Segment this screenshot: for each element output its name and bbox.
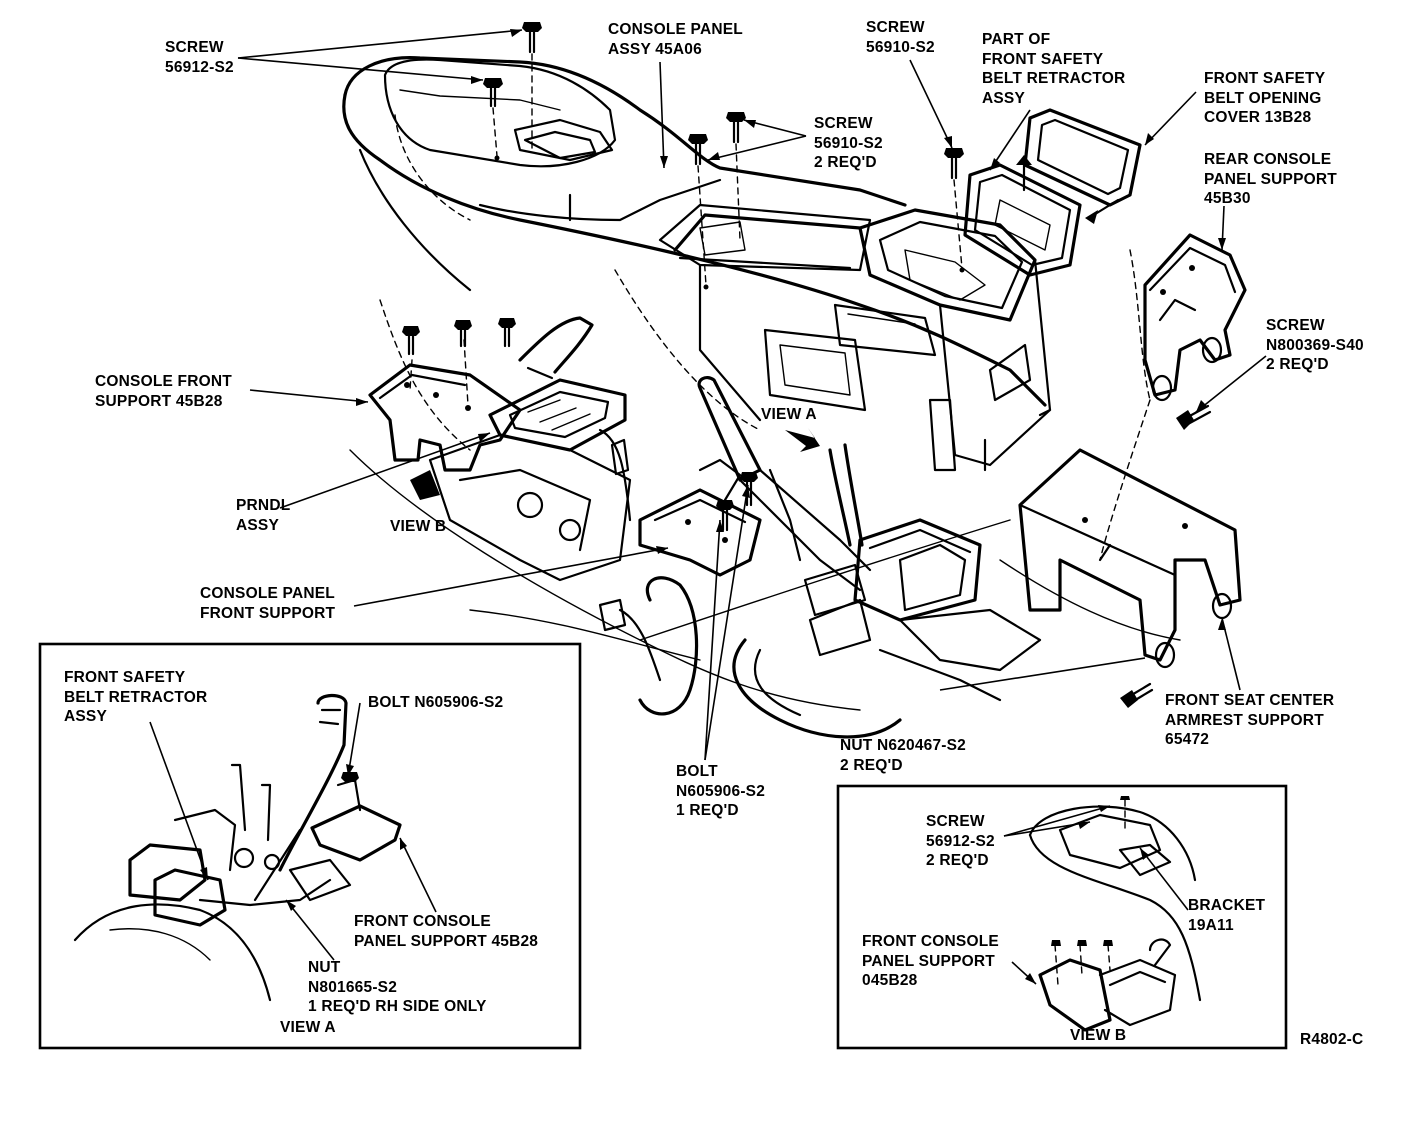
bolt-icons [716, 472, 758, 532]
label-prndl-assy: PRNDL ASSY [236, 497, 291, 534]
inset-a-caption: VIEW A [280, 1019, 336, 1036]
label-screw-56912: SCREW 56912-S2 [165, 39, 234, 76]
screw-icon [483, 78, 503, 157]
label-nut-n620467: NUT N620467-S2 2 REQ'D [840, 737, 966, 774]
label-console-panel-front-support: CONSOLE PANEL FRONT SUPPORT [200, 585, 336, 622]
screw-icon [522, 22, 542, 151]
label-screw-56910: SCREW 56910-S2 [866, 19, 935, 56]
label-belt-opening-cover: FRONT SAFETY BELT OPENING COVER 13B28 [1204, 70, 1326, 126]
screw-icon [454, 320, 472, 348]
console-panel-assy [342, 56, 1052, 472]
label-view-a: VIEW A [761, 406, 817, 423]
inset-view-b [836, 784, 1288, 1050]
screw-icons [483, 22, 964, 286]
label-bolt-n605906: BOLT N605906-S2 1 REQ'D [676, 763, 766, 819]
label-view-b: VIEW B [390, 518, 447, 535]
view-a-arrow [785, 428, 820, 452]
label-part-of-retractor: PART OF FRONT SAFETY BELT RETRACTOR ASSY [982, 31, 1126, 107]
bolt-icon [716, 500, 734, 532]
inset-b-label-front-console-support: FRONT CONSOLE PANEL SUPPORT 045B28 [862, 933, 999, 989]
screw-icon [1176, 404, 1212, 430]
screw-icon [1120, 682, 1154, 708]
prndl-assy [428, 316, 632, 582]
label-console-front-support: CONSOLE FRONT SUPPORT 45B28 [95, 373, 232, 410]
label-armrest-support: FRONT SEAT CENTER ARMREST SUPPORT 65472 [1165, 692, 1335, 748]
wire-harness [598, 576, 699, 716]
screw-icon [726, 112, 746, 241]
inset-a-label-retractor: FRONT SAFETY BELT RETRACTOR ASSY [64, 669, 208, 725]
screw-icon [402, 326, 420, 356]
label-screw-n800369: SCREW N800369-S40 2 REQ'D [1266, 317, 1364, 373]
inset-b-caption: VIEW B [1070, 1027, 1127, 1044]
screw-icons [402, 318, 516, 356]
inset-a-label-nut: NUT N801665-S2 1 REQ'D RH SIDE ONLY [308, 959, 487, 1015]
figure-code: R4802-C [1300, 1031, 1364, 1048]
label-rear-console-support: REAR CONSOLE PANEL SUPPORT 45B30 [1204, 151, 1337, 207]
console-front-support [368, 339, 522, 472]
inset-view-a [38, 642, 582, 1050]
belt-opening-cover [1023, 108, 1142, 224]
label-console-panel-assy: CONSOLE PANEL ASSY 45A06 [608, 21, 743, 58]
inset-a-label-bolt: BOLT N605906-S2 [368, 694, 504, 711]
view-b-arrow [410, 470, 440, 500]
parking-brake-handle [697, 375, 872, 592]
screw-icon [688, 134, 708, 286]
inset-a-label-front-console-support: FRONT CONSOLE PANEL SUPPORT 45B28 [354, 913, 539, 950]
belt-retractor-assy [803, 398, 1042, 702]
inset-b-label-screw: SCREW 56912-S2 2 REQ'D [926, 813, 995, 869]
screw-icon [944, 148, 964, 269]
floor-tunnel-outline [349, 249, 1181, 711]
armrest-support [1018, 448, 1242, 669]
label-screw-56910-2reqd: SCREW 56910-S2 2 REQ'D [814, 115, 883, 171]
leader-lines [237, 29, 1267, 761]
screw-icon [498, 318, 516, 348]
rear-console-panel-support [1099, 233, 1247, 561]
brake-cable [732, 638, 902, 739]
inset-b-label-bracket: BRACKET 19A11 [1188, 897, 1266, 934]
